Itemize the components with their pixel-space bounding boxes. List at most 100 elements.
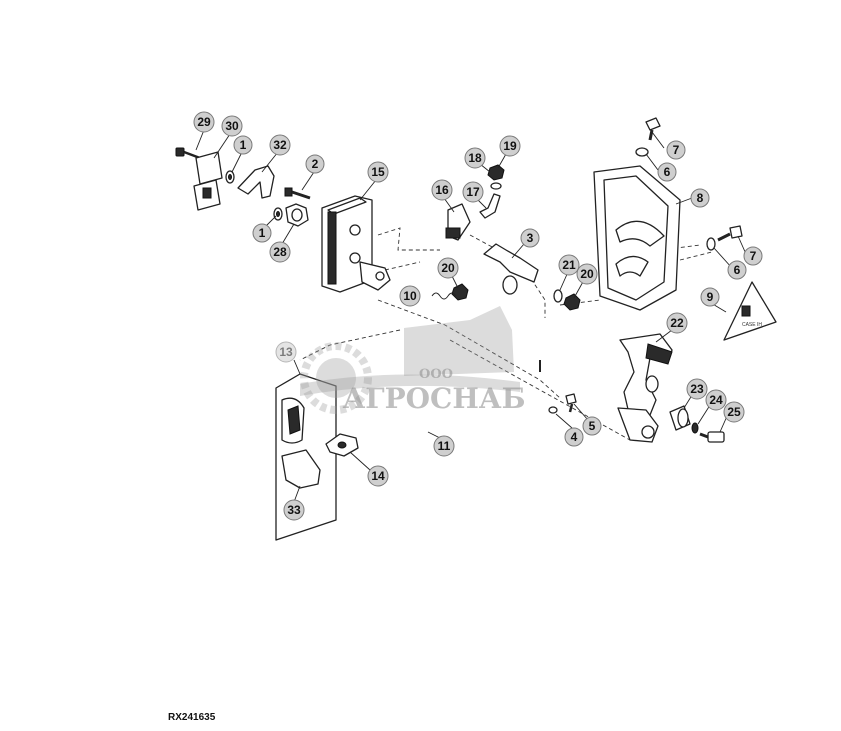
callout-24: 24 bbox=[705, 389, 727, 411]
callout-11: 11 bbox=[433, 435, 455, 457]
svg-text:15: 15 bbox=[371, 165, 385, 179]
part-nut-20b bbox=[563, 293, 581, 311]
svg-text:17: 17 bbox=[466, 185, 480, 199]
part-bolt-2 bbox=[284, 187, 311, 200]
watermark: ООО АГРОСНАБ bbox=[300, 306, 526, 415]
part-clip-32 bbox=[237, 165, 275, 199]
part-handle-22 bbox=[617, 333, 673, 443]
svg-text:28: 28 bbox=[273, 245, 287, 259]
callout-1b: 1 bbox=[252, 223, 272, 243]
callout-17: 17 bbox=[462, 181, 484, 203]
part-decal-9: CASE IH bbox=[723, 281, 777, 341]
part-bolt-25 bbox=[699, 431, 725, 443]
svg-text:6: 6 bbox=[734, 263, 741, 277]
svg-text:11: 11 bbox=[438, 439, 451, 453]
part-bracket-30 bbox=[193, 151, 223, 211]
part-washer-24 bbox=[691, 422, 699, 434]
callout-7a: 7 bbox=[666, 140, 686, 160]
part-washer-6b bbox=[706, 237, 716, 251]
part-bolt-5 bbox=[565, 393, 577, 413]
svg-text:2: 2 bbox=[312, 157, 319, 171]
callout-1a: 1 bbox=[233, 135, 253, 155]
callout-6a: 6 bbox=[657, 162, 677, 182]
svg-text:6: 6 bbox=[664, 165, 671, 179]
part-washer-1b bbox=[273, 207, 283, 221]
svg-text:10: 10 bbox=[403, 289, 417, 303]
svg-text:22: 22 bbox=[670, 316, 684, 330]
svg-text:21: 21 bbox=[562, 258, 576, 272]
svg-text:14: 14 bbox=[371, 469, 385, 483]
svg-text:20: 20 bbox=[580, 267, 594, 281]
part-handle-cup-13 bbox=[275, 373, 337, 541]
part-washer-4 bbox=[548, 406, 558, 414]
callout-5: 5 bbox=[582, 416, 602, 436]
svg-text:24: 24 bbox=[709, 393, 723, 407]
callout-4: 4 bbox=[564, 427, 584, 447]
svg-text:32: 32 bbox=[273, 138, 287, 152]
svg-text:7: 7 bbox=[750, 249, 757, 263]
callout-7b: 7 bbox=[743, 246, 763, 266]
part-pawl-16 bbox=[445, 203, 471, 241]
callout-6b: 6 bbox=[727, 260, 747, 280]
part-washer-1a bbox=[225, 170, 235, 184]
svg-text:20: 20 bbox=[441, 261, 455, 275]
callout-15: 15 bbox=[367, 161, 389, 183]
callout-19: 19 bbox=[499, 135, 521, 157]
svg-text:5: 5 bbox=[589, 419, 596, 433]
part-washer-6a bbox=[635, 147, 649, 157]
callout-2: 2 bbox=[305, 154, 325, 174]
callout-20a: 20 bbox=[437, 257, 459, 279]
callout-9: 9 bbox=[700, 287, 720, 307]
callout-28: 28 bbox=[269, 241, 291, 263]
part-housing-8 bbox=[593, 165, 681, 311]
callouts: 29 30 1 32 2 15 1 28 16 17 18 19 3 21 20… bbox=[193, 111, 763, 521]
callout-8: 8 bbox=[690, 188, 710, 208]
callout-13: 13 bbox=[275, 341, 297, 363]
callout-30: 30 bbox=[221, 115, 243, 137]
callout-3: 3 bbox=[520, 228, 540, 248]
svg-text:13: 13 bbox=[279, 345, 293, 359]
part-spring-10 bbox=[431, 292, 457, 300]
svg-text:23: 23 bbox=[690, 382, 704, 396]
callout-32: 32 bbox=[269, 134, 291, 156]
callout-23: 23 bbox=[686, 378, 708, 400]
svg-text:8: 8 bbox=[697, 191, 704, 205]
svg-text:33: 33 bbox=[287, 503, 301, 517]
decal-label: CASE IH bbox=[742, 322, 762, 328]
callout-18: 18 bbox=[464, 147, 486, 169]
callout-33: 33 bbox=[283, 499, 305, 521]
svg-text:1: 1 bbox=[240, 138, 247, 152]
svg-text:30: 30 bbox=[225, 119, 239, 133]
svg-text:7: 7 bbox=[673, 143, 680, 157]
part-bushing-23 bbox=[669, 405, 691, 431]
callout-22: 22 bbox=[666, 312, 688, 334]
parts: CASE IH bbox=[175, 117, 777, 541]
part-screw-7a bbox=[645, 117, 661, 141]
callout-25: 25 bbox=[723, 401, 745, 423]
svg-text:4: 4 bbox=[571, 430, 578, 444]
svg-text:3: 3 bbox=[527, 231, 534, 245]
part-washer-21 bbox=[553, 289, 563, 303]
part-bolt-19 bbox=[490, 182, 502, 190]
figure-id-label: RX241635 bbox=[168, 712, 216, 723]
svg-text:29: 29 bbox=[197, 115, 211, 129]
svg-text:9: 9 bbox=[707, 290, 714, 304]
part-nut-18 bbox=[487, 164, 505, 181]
part-screw-7b bbox=[717, 225, 743, 242]
part-grommet-14 bbox=[325, 433, 359, 457]
svg-text:19: 19 bbox=[503, 139, 517, 153]
callout-29: 29 bbox=[193, 111, 215, 133]
part-pin-17 bbox=[479, 193, 501, 219]
callout-14: 14 bbox=[367, 465, 389, 487]
leader-lines bbox=[195, 129, 747, 503]
callout-16: 16 bbox=[431, 179, 453, 201]
callout-10: 10 bbox=[399, 285, 421, 307]
part-lever-3 bbox=[483, 243, 539, 295]
watermark-main-text: АГРОСНАБ bbox=[342, 382, 525, 415]
part-latch-15 bbox=[321, 195, 391, 293]
part-nut-20a bbox=[451, 283, 469, 301]
callout-21: 21 bbox=[558, 254, 580, 276]
part-nut-28 bbox=[285, 203, 309, 227]
svg-text:25: 25 bbox=[727, 405, 741, 419]
